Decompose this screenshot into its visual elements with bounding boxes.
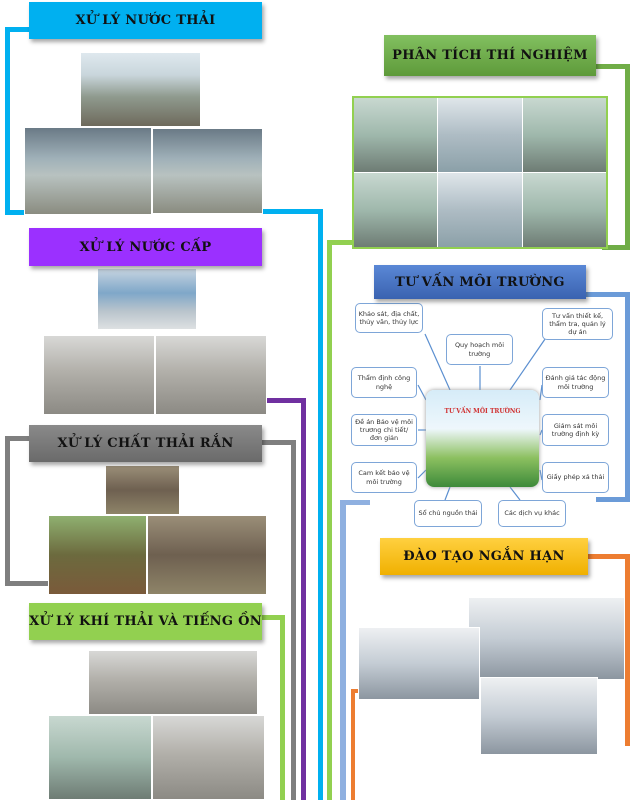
header-water-supply: XỬ LÝ NƯỚC CẤP [29,228,262,266]
connector-lab [625,64,630,250]
connector-solid-waste [5,581,50,586]
mindmap-node: Cam kết bảo vệ môi trường [351,462,417,493]
header-wastewater: XỬ LÝ NƯỚC THẢI [29,2,262,39]
lab-photo [354,173,438,247]
connector-consulting [596,497,630,502]
header-solid-waste: XỬ LÝ CHẤT THẢI RẮN [29,425,262,462]
photo-cooling-unit [48,715,152,800]
header-emission-noise: XỬ LÝ KHÍ THẢI VÀ TIẾNG ỒN [29,603,262,640]
photo-water-filters [97,268,197,330]
connector-lab [602,245,630,250]
connector-consulting [560,292,630,297]
connector-water-supply [301,398,306,800]
connector-water-supply [262,398,306,403]
mindmap-node: Đánh giá tác động môi trường [542,367,609,398]
mindmap-center-label: TƯ VẤN MÔI TRƯỜNG [444,408,521,415]
mindmap-node: Tư vấn thiết kế, thẩm tra, quản lý dự án [542,308,613,340]
mindmap-node: Thẩm định công nghệ [351,367,417,398]
connector-emission [280,615,285,800]
photo-water-tanks [43,335,155,415]
connector-training [625,554,630,746]
photo-wastewater-aeration [152,128,263,214]
lab-photo [522,173,606,247]
photo-wastewater-plant [80,52,201,127]
header-env-consulting: TƯ VẤN MÔI TRƯỜNG [374,265,586,299]
mindmap-node: Giấy phép xả thải [542,462,609,493]
connector-wastewater [5,210,25,215]
connector-solid-waste [5,436,30,441]
photo-soil-pile [48,515,147,595]
mindmap-node: Các dịch vụ khác [498,500,566,527]
connector-consulting [340,500,346,800]
connector-wastewater [318,209,323,800]
photo-training-class [480,677,598,755]
mindmap-node: Khảo sát, địa chất, thủy văn, thủy lực [355,303,423,333]
photo-training-presentation [358,627,480,700]
photo-waste-pile [147,515,267,595]
lab-photo [354,98,438,172]
header-lab-analysis: PHÂN TÍCH THÍ NGHIỆM [384,35,596,76]
photo-water-system [155,335,267,415]
mindmap-node: Giám sát môi trường định kỳ [542,414,609,446]
lab-photo [438,98,522,172]
photo-emission-tanks [88,650,258,715]
photo-training-hall [468,597,625,680]
mindmap-node: Sổ chủ nguồn thải [414,500,482,527]
mindmap-node: Đề án Bảo vệ môi trương chi tiết/ đơn gi… [351,414,417,446]
connector-solid-waste [262,440,295,445]
connector-training [351,689,361,693]
connector-wastewater [5,27,30,32]
connector-training [351,689,355,800]
connector-solid-waste [291,440,296,800]
mindmap-center-image: TƯ VẤN MÔI TRƯỜNG [426,390,539,487]
connector-lab [327,240,332,800]
lab-photo-grid [352,96,608,249]
connector-lab [592,64,630,69]
photo-incinerator [105,465,180,515]
connector-solid-waste [5,436,10,586]
connector-emission [262,615,285,620]
connector-consulting [625,292,630,502]
connector-training [588,554,630,559]
mindmap-node: Quy hoạch môi trường [446,334,513,365]
connector-consulting [340,500,370,505]
connector-lab [327,240,353,245]
photo-wastewater-tank [24,127,152,215]
connector-wastewater [235,209,323,214]
header-training: ĐÀO TẠO NGẮN HẠN [380,538,588,575]
photo-ducts [152,715,265,800]
lab-photo [438,173,522,247]
lab-photo [522,98,606,172]
connector-wastewater [5,27,10,215]
